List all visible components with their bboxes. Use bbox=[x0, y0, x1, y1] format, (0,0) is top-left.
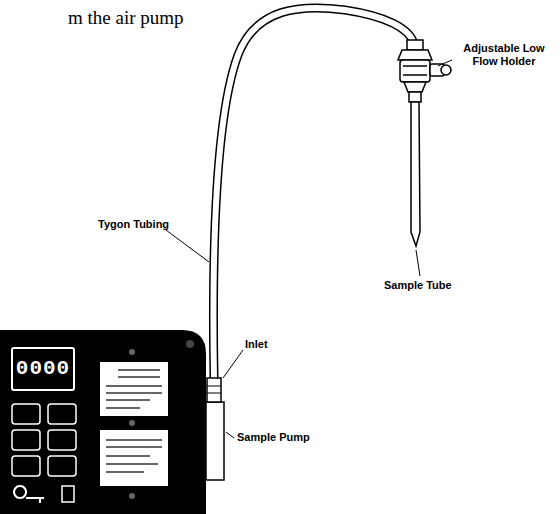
cut-off-note: m the air pump bbox=[68, 7, 184, 29]
low-flow-holder bbox=[398, 40, 451, 102]
sample-tube bbox=[411, 102, 420, 246]
part-label: Sample Tube bbox=[384, 279, 452, 292]
tubing-outline bbox=[213, 8, 414, 378]
leader-lines bbox=[166, 60, 452, 438]
tubing-inner bbox=[213, 8, 414, 378]
part-label: Inlet bbox=[245, 338, 268, 351]
display-readout: 0000 bbox=[16, 355, 70, 383]
sample-pump bbox=[0, 330, 224, 514]
part-label: Tygon Tubing bbox=[98, 218, 169, 231]
part-label: Sample Pump bbox=[237, 431, 310, 444]
part-label: Adjustable Low Flow Holder bbox=[452, 42, 556, 68]
